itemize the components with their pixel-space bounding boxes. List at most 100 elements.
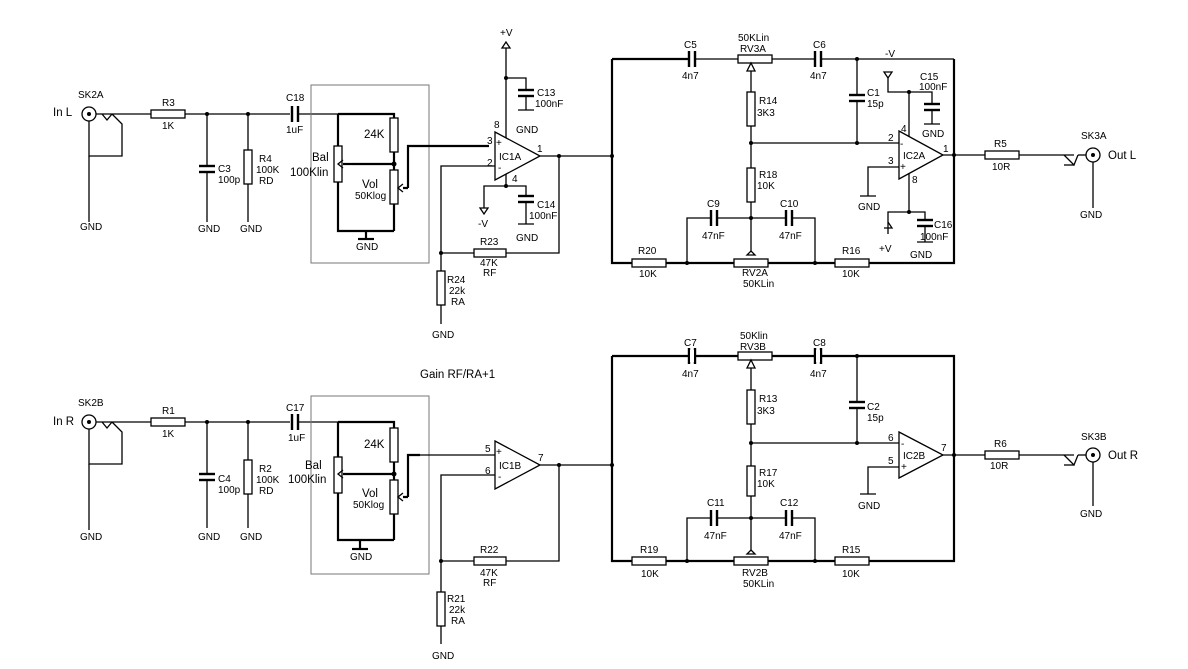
output-jack-sk3a: GND <box>1063 147 1102 221</box>
c15-value: 100nF <box>919 82 947 93</box>
c6-ref: C6 <box>813 40 826 51</box>
c1-ref: C1 <box>867 88 880 99</box>
in-r-label: In R <box>53 416 74 428</box>
resistor-r14 <box>746 91 756 127</box>
r18-value: 10K <box>757 181 775 192</box>
vol-value: 50Klog <box>355 191 386 202</box>
c6-value: 4n7 <box>810 71 827 82</box>
c10-value: 47nF <box>779 231 802 242</box>
gnd-label: GND <box>516 233 538 244</box>
pot-box <box>310 395 430 575</box>
gnd-label: GND <box>1080 509 1102 520</box>
output-jack-sk3b: GND <box>1063 447 1102 520</box>
rv3a-value: 50KLin <box>738 33 769 44</box>
resistor-r17 <box>746 465 756 497</box>
gnd-label: GND <box>240 532 262 543</box>
vol-ref: Vol <box>362 488 378 500</box>
pin-7: 7 <box>941 443 947 454</box>
r13-value: 3K3 <box>757 406 775 417</box>
r17-value: 10K <box>757 479 775 490</box>
ic2a-label: IC2A <box>903 151 926 162</box>
pin-1: 1 <box>537 144 543 155</box>
c7-ref: C7 <box>684 338 697 349</box>
supply-neg-label: -V <box>885 49 895 60</box>
resistor-r19 <box>631 556 667 566</box>
r23-role: RF <box>483 268 496 279</box>
c3-value: 100p <box>218 175 241 186</box>
resistor-r13 <box>746 389 756 425</box>
r13-ref: R13 <box>759 394 778 405</box>
c14-ref: C14 <box>537 200 556 211</box>
rv2a-value: 50KLin <box>743 279 774 290</box>
pot-rv3a <box>737 54 773 64</box>
resistor-r23 <box>473 248 507 258</box>
resistor-r1 <box>150 417 186 427</box>
sk3b-label: SK3B <box>1081 432 1107 443</box>
c8-ref: C8 <box>813 338 826 349</box>
r17-ref: R17 <box>759 468 778 479</box>
sk2a-label: SK2A <box>78 90 104 101</box>
channel-left: SK2A In L GND R3 1K C3 100p GND R4 100K … <box>53 28 1137 341</box>
vol-ref: Vol <box>362 179 378 191</box>
bal-ref: Bal <box>305 460 322 472</box>
r4-role: RD <box>259 176 273 187</box>
c2-value: 15p <box>867 413 884 424</box>
pin-3: 3 <box>487 136 493 147</box>
r5-ref: R5 <box>994 139 1007 150</box>
gnd-label: GND <box>910 250 932 261</box>
c16-value: 100nF <box>920 232 948 243</box>
r24-ref: R24 <box>447 275 466 286</box>
r22-role: RF <box>483 578 496 589</box>
sk2b-label: SK2B <box>78 398 104 409</box>
pin-8: 8 <box>912 175 918 186</box>
c5-ref: C5 <box>684 40 697 51</box>
supply-pos-label: +V <box>879 244 892 255</box>
pot-rv2a <box>733 258 769 268</box>
rv2a-ref: RV2A <box>742 268 768 279</box>
resistor-r3 <box>150 109 186 119</box>
r2-ref: R2 <box>259 464 272 475</box>
c18-ref: C18 <box>286 93 305 104</box>
ic2b-label: IC2B <box>903 451 926 462</box>
r20-value: 10K <box>639 269 657 280</box>
gnd-label: GND <box>858 202 880 213</box>
supply-pos-label: +V <box>500 28 513 39</box>
in-l-label: In L <box>53 107 73 119</box>
pot-box <box>310 84 430 264</box>
r4-value: 100K <box>256 165 280 176</box>
c12-ref: C12 <box>780 498 799 509</box>
gnd-label: GND <box>1080 210 1102 221</box>
r19-value: 10K <box>641 569 659 580</box>
c11-ref: C11 <box>707 498 725 509</box>
resistor-r2 <box>243 459 253 495</box>
c8-value: 4n7 <box>810 369 827 380</box>
sk3a-label: SK3A <box>1081 131 1107 142</box>
c9-ref: C9 <box>707 199 720 210</box>
r23-value: 47K <box>480 258 498 269</box>
c13-ref: C13 <box>537 88 556 99</box>
pin-minus: - <box>498 163 501 174</box>
pin-minus: - <box>901 439 904 450</box>
r4-ref: R4 <box>259 154 272 165</box>
resistor-r4 <box>243 149 253 185</box>
pin-6: 6 <box>485 466 491 477</box>
out-r-label: Out R <box>1108 450 1138 462</box>
bal-value: 100Klin <box>290 167 328 179</box>
out-l-label: Out L <box>1108 150 1137 162</box>
pin-1: 1 <box>943 144 949 155</box>
bal-value: 100Klin <box>288 474 326 486</box>
rv3b-ref: RV3B <box>740 342 766 353</box>
c5-value: 4n7 <box>682 71 699 82</box>
ic1b-label: IC1B <box>499 461 522 472</box>
c7-value: 4n7 <box>682 369 699 380</box>
pin-plus: + <box>900 162 906 173</box>
c4-ref: C4 <box>218 474 231 485</box>
supply-neg-label: -V <box>478 219 488 230</box>
r5-value: 10R <box>992 162 1010 173</box>
c18-value: 1uF <box>286 125 303 136</box>
resistor-r24 <box>436 270 446 306</box>
resistor-r18 <box>746 167 756 203</box>
c13-value: 100nF <box>535 99 563 110</box>
resistor-r20 <box>631 258 667 268</box>
r19-ref: R19 <box>640 545 659 556</box>
